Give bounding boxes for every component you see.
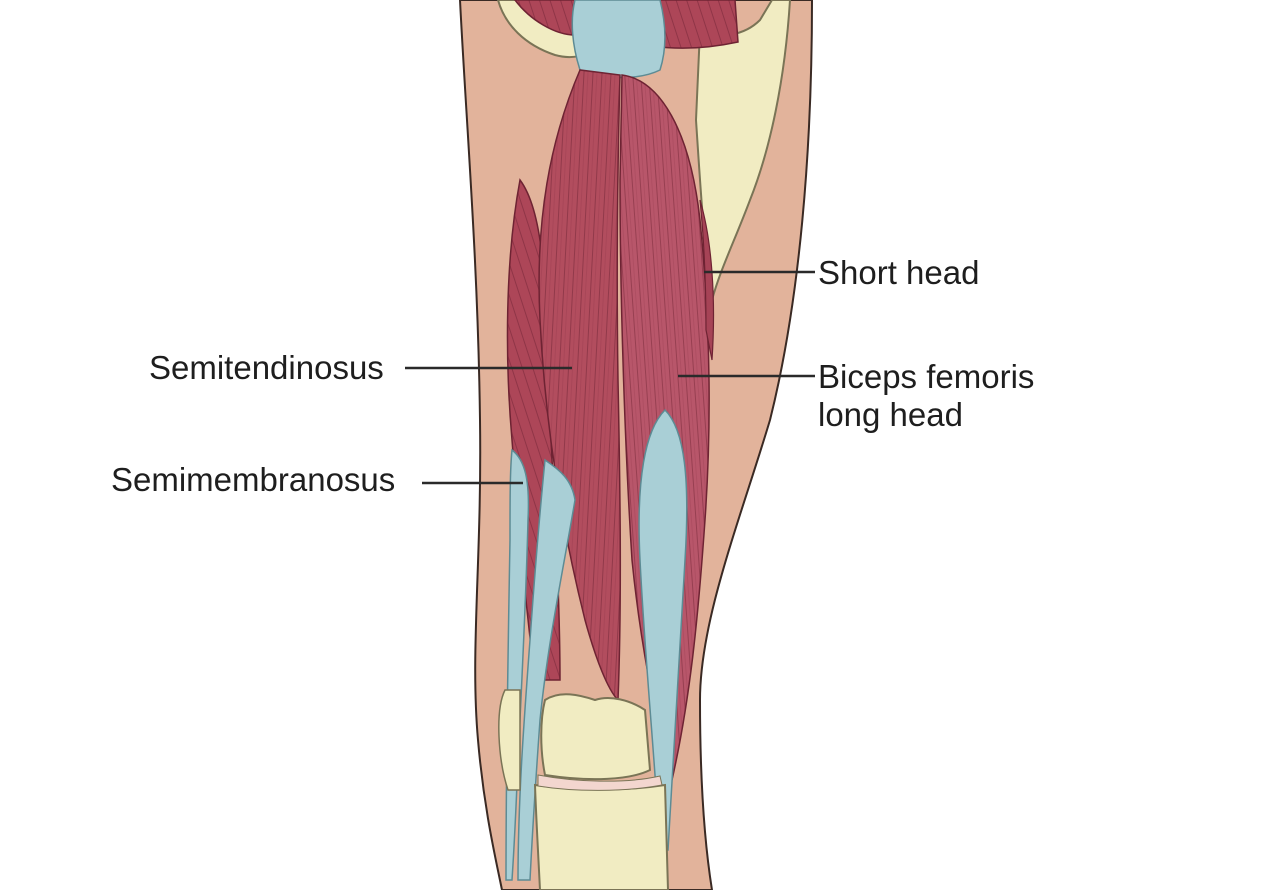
femoral-condyles — [540, 693, 652, 781]
biceps-femoris-short-head-muscle — [699, 199, 715, 361]
label-semimembranosus: Semimembranosus — [111, 461, 396, 498]
tibia-head — [533, 783, 670, 890]
semitendinosus-tendon — [517, 458, 576, 881]
semitendinosus-muscle — [538, 69, 622, 702]
label-biceps-femoris-long-head: Biceps femoris long head — [818, 358, 1034, 434]
label-biceps-femoris-line1: Biceps femoris — [818, 358, 1035, 395]
label-short-head: Short head — [818, 254, 980, 291]
knee-joint-space — [537, 774, 663, 791]
lateral-knee-bump — [498, 689, 521, 791]
label-semitendinosus: Semitendinosus — [149, 349, 384, 386]
label-biceps-femoris-line2: long head — [818, 396, 963, 433]
common-origin-tendon — [571, 0, 666, 79]
